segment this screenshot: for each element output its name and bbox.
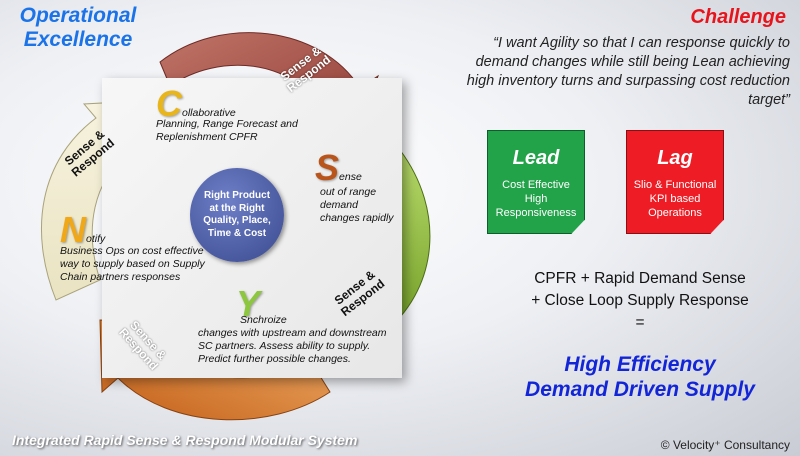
footer-system-title: Integrated Rapid Sense & Respond Modular… [12,432,358,448]
c-line1: ollaborative [182,107,236,119]
c-rest: Planning, Range Forecast and Replenishme… [156,118,298,143]
lag-title: Lag [657,147,693,169]
y-synchronize-block: Y Snchroize changes with upstream and do… [198,283,426,366]
center-circle: Right Product at the Right Quality, Plac… [190,168,284,262]
lag-box: Lag Slio & Functional KPI based Operatio… [626,130,724,234]
c-collaborative-block: Collaborative Planning, Range Forecast a… [156,86,326,144]
equation-block: CPFR + Rapid Demand Sense + Close Loop S… [480,268,800,334]
lead-box: Lead Cost Effective High Responsiveness [487,130,585,234]
s-letter: S [315,147,340,188]
challenge-title: Challenge [690,6,786,28]
result-line-2: Demand Driven Supply [525,378,755,401]
equation-equals: = [635,314,645,331]
equation-line-1: CPFR + Rapid Demand Sense [534,270,746,287]
lead-text: Cost Effective High Responsiveness [495,179,577,219]
c-letter: C [156,83,182,124]
lag-text: Slio & Functional KPI based Operations [633,179,717,219]
operational-excellence-title: Operational Excellence [8,4,148,52]
n-rest: Business Ops on cost effective way to su… [60,245,205,283]
y-prefix: S [240,314,248,326]
challenge-quote: “I want Agility so that I can response q… [466,35,790,108]
lead-title: Lead [512,147,560,169]
s-rest: out of range demand changes rapidly [320,186,394,224]
s-sense-block: Sense out of range demand changes rapidl… [315,150,395,225]
y-text: Snchroize [236,314,426,327]
y-rest: changes with upstream and downstream SC … [198,327,387,365]
n-line1: otify [86,233,106,245]
y-letter: Y [236,283,261,324]
n-letter: N [60,209,86,250]
center-text: Right Product at the Right Quality, Plac… [203,190,271,239]
footer-copyright: © Velocity⁺ Consultancy [660,438,790,452]
title-line-1: Operational [19,4,137,27]
y-line1: nchroize [247,314,287,326]
result-block: High Efficiency Demand Driven Supply [480,352,800,402]
result-line-1: High Efficiency [564,353,716,376]
s-line1: ense [339,171,362,183]
title-line-2: Excellence [23,28,133,51]
equation-line-2: + Close Loop Supply Response [531,292,749,309]
n-notify-block: Notify Business Ops on cost effective wa… [60,212,210,284]
